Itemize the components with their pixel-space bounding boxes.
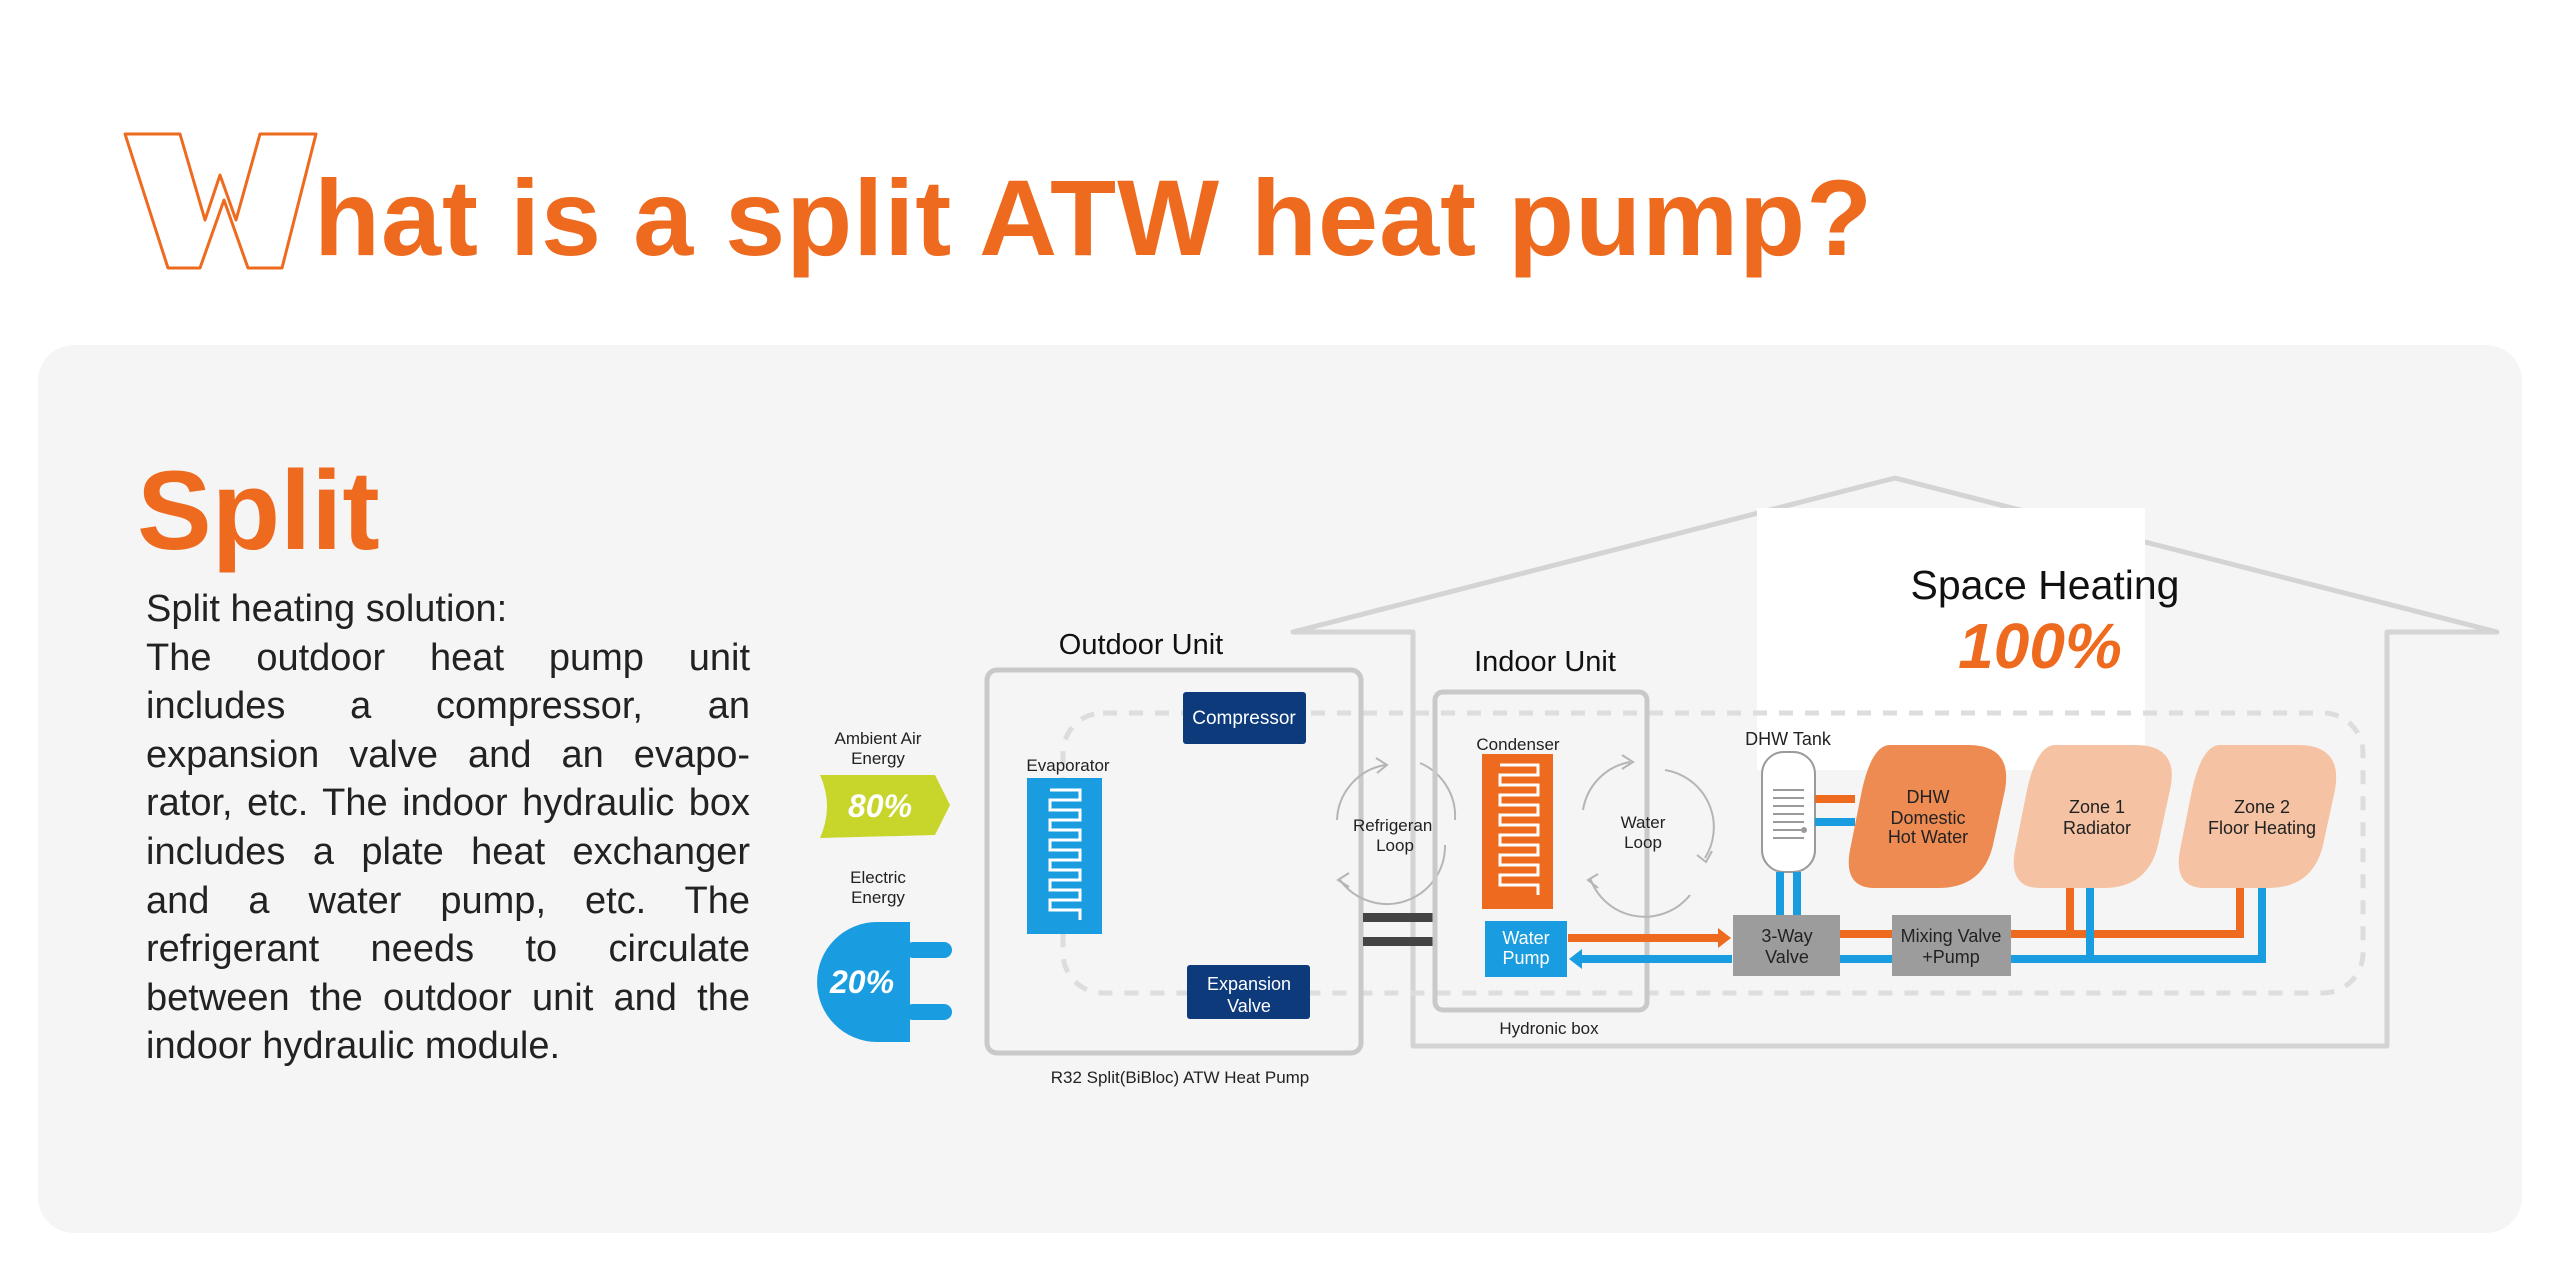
zone2-floor-heating xyxy=(2178,745,2337,888)
dhw-tank-label: DHW Tank xyxy=(1745,729,1832,749)
zone1-label-1: Zone 1 xyxy=(2069,797,2125,817)
title-outline-letter: W xyxy=(120,120,320,280)
return-water-pipe xyxy=(1580,955,1732,963)
water-loop-arrow-top xyxy=(1582,761,1631,811)
water-pump-label-2: Pump xyxy=(1502,948,1549,968)
evaporator-coil-pattern xyxy=(1048,788,1082,920)
condenser-coil-pattern xyxy=(1498,763,1540,895)
electric-percent: 20% xyxy=(829,964,894,1000)
space-heating-percent: 100% xyxy=(1958,610,2122,682)
system-dashed-loop xyxy=(1060,710,2366,996)
indoor-unit-box xyxy=(1432,689,1650,1013)
water-loop-label-2: Loop xyxy=(1624,833,1662,852)
refrigerant-pipe-bottom xyxy=(1363,937,1437,946)
three-way-valve-label-1: 3-Way xyxy=(1761,926,1812,946)
indoor-unit-title: Indoor Unit xyxy=(1474,646,1616,678)
ambient-label-1: Ambient Air xyxy=(835,729,922,748)
space-heating-area xyxy=(1757,508,2145,770)
title-text: hat is a split ATW heat pump? xyxy=(314,157,1874,278)
space-heating-label: Space Heating xyxy=(1911,562,2180,608)
page-title: W hat is a split ATW heat pump? xyxy=(120,100,1873,280)
description-body: The outdoor heat pump unit includes a co… xyxy=(146,636,750,1068)
electric-label-1: Electric xyxy=(850,868,906,887)
hot-water-pipe xyxy=(1568,934,1726,942)
electric-label-2: Energy xyxy=(851,888,905,907)
condenser-coil xyxy=(1482,754,1553,909)
water-pump-box xyxy=(1485,921,1567,977)
ambient-percent: 80% xyxy=(848,788,912,824)
dhw-tank-coil xyxy=(1773,789,1804,839)
water-loop-label-1: Water xyxy=(1621,813,1666,832)
refrigerant-loop-label-2: Loop xyxy=(1376,836,1414,855)
refrigerant-pipe-top xyxy=(1363,913,1437,922)
section-heading: Split xyxy=(137,448,380,573)
zone1-label-2: Radiator xyxy=(2063,818,2131,838)
water-loop-arrow-right xyxy=(1664,769,1715,859)
dhw-zone-label-1: DHW xyxy=(1907,787,1950,807)
water-pump-label-1: Water xyxy=(1502,928,1549,948)
dhw-zone-label-3: Hot Water xyxy=(1888,827,1968,847)
compressor-label: Compressor xyxy=(1192,708,1296,729)
mixing-valve xyxy=(1892,915,2011,976)
refrigerant-loop-arrow-top xyxy=(1336,764,1386,821)
outdoor-unit-caption: R32 Split(BiBloc) ATW Heat Pump xyxy=(1051,1068,1310,1087)
three-way-valve-label-2: Valve xyxy=(1765,947,1809,967)
mixing-valve-label-1: Mixing Valve xyxy=(1901,926,2002,946)
refrigerant-loop-arrow-bottom xyxy=(1339,844,1447,906)
ambient-arrow xyxy=(820,775,950,838)
description: Split heating solution: The outdoor heat… xyxy=(146,585,750,1071)
compressor-box xyxy=(1183,692,1306,744)
dhw-tank xyxy=(1761,751,1816,873)
house-outline xyxy=(1290,475,2500,1049)
expansion-valve-label-2: Valve xyxy=(1227,996,1271,1016)
outdoor-unit-title: Outdoor Unit xyxy=(1059,629,1223,661)
plug-prong-bottom xyxy=(905,1004,952,1020)
zone2-label-1: Zone 2 xyxy=(2234,797,2290,817)
mixing-valve-label-2: +Pump xyxy=(1922,947,1980,967)
three-way-valve xyxy=(1733,915,1840,976)
description-intro: Split heating solution: xyxy=(146,588,508,630)
dhw-zone xyxy=(1848,745,2007,888)
electric-plug-icon xyxy=(817,922,910,1042)
zone1-radiator xyxy=(2013,745,2172,888)
refrigerant-loop-label-1: Refrigerant xyxy=(1353,816,1437,835)
evaporator-label: Evaporator xyxy=(1026,756,1109,775)
dhw-zone-label-2: Domestic xyxy=(1890,808,1965,828)
expansion-valve-box xyxy=(1187,965,1310,1019)
outdoor-unit-box xyxy=(984,667,1364,1056)
plug-prong-top xyxy=(905,942,952,958)
ambient-label-2: Energy xyxy=(851,749,905,768)
expansion-valve-label-1: Expansion xyxy=(1207,974,1291,994)
water-loop-arrow-bottom xyxy=(1589,877,1691,918)
evaporator-coil xyxy=(1027,778,1102,934)
condenser-label: Condenser xyxy=(1476,735,1560,754)
indoor-unit-caption: Hydronic box xyxy=(1499,1019,1599,1038)
zone2-label-2: Floor Heating xyxy=(2208,818,2316,838)
